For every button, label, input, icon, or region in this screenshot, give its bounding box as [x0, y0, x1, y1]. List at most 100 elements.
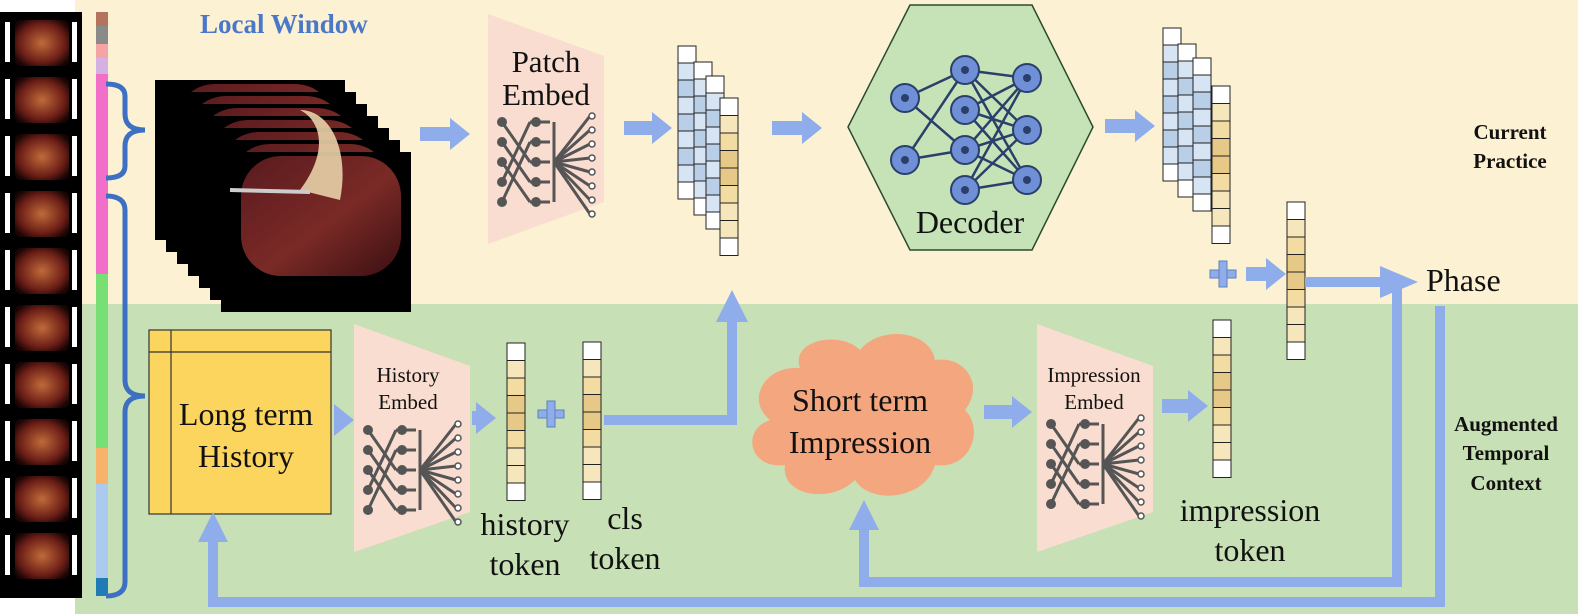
film-frame — [15, 305, 69, 351]
net-edge — [419, 436, 457, 472]
impression-embed-label: Impression Embed — [1036, 362, 1152, 417]
decoder-node-core — [901, 94, 909, 102]
phase-label: Phase — [1426, 262, 1501, 298]
impression-token-cell — [1212, 424, 1232, 443]
surgical-tool — [229, 188, 311, 194]
patch-embed-block — [488, 14, 604, 244]
patch-token-cell — [719, 167, 739, 186]
history-to-embed-arrow — [334, 404, 354, 436]
net-node — [363, 505, 373, 515]
film-hole — [72, 364, 77, 404]
film-hole — [72, 535, 77, 575]
decoder-edge — [964, 77, 1028, 151]
tissue-highlight — [300, 110, 343, 200]
film-frame — [15, 248, 69, 294]
patch-embed-label: Patch Embed — [496, 45, 596, 112]
net-node — [1046, 419, 1056, 429]
net-node — [454, 420, 462, 428]
net-node — [1046, 439, 1056, 449]
net-edge — [1101, 417, 1141, 465]
decoder-token-cell — [1192, 108, 1212, 127]
net-edge — [500, 141, 532, 183]
net-node — [1137, 498, 1145, 506]
patch-token-cell — [719, 220, 739, 239]
net-node — [531, 177, 541, 187]
net-node — [1046, 459, 1056, 469]
net-node — [497, 117, 507, 127]
impression-token-cell — [1212, 319, 1232, 338]
net-node — [397, 425, 407, 435]
net-edge — [1101, 463, 1141, 517]
history-token-cell — [506, 342, 526, 361]
net-node — [1137, 456, 1145, 464]
history-embed-label: History Embed — [360, 362, 456, 417]
patch-token-cell — [677, 45, 697, 64]
film-frame — [15, 533, 69, 579]
history-token-line-2: token — [489, 546, 561, 582]
film-frame — [15, 77, 69, 123]
phase-segment — [96, 74, 108, 274]
patch-embed-line-2: Embed — [502, 76, 590, 112]
decoder-node-core — [1023, 176, 1031, 184]
impression-token-cell — [1212, 337, 1232, 356]
frames-to-patch-arrow — [420, 118, 470, 150]
augmented-line-3: Context — [1470, 470, 1542, 495]
net-node — [363, 485, 373, 495]
current-practice-label: Current Practice — [1458, 118, 1562, 177]
net-edge — [419, 464, 457, 472]
net-edge — [366, 449, 398, 491]
film-frame — [15, 20, 69, 66]
impression-to-embed-arrow — [984, 396, 1032, 428]
phase-token-cell — [1286, 254, 1306, 273]
net-edge — [553, 160, 591, 188]
net-edge — [552, 161, 592, 215]
patch-to-token-arrow — [624, 112, 672, 144]
patch-token-cell — [719, 237, 739, 256]
cls-token-cell — [582, 394, 602, 413]
net-node — [588, 140, 596, 148]
feedback-lines — [208, 277, 1445, 607]
augmented-line-1: Augmented — [1454, 412, 1558, 436]
decoder-token-cell — [1192, 176, 1212, 195]
decoder-label: Decoder — [915, 204, 1025, 240]
long-term-history-label: Long term History — [168, 394, 324, 477]
film-hole — [5, 364, 10, 404]
net-node — [531, 117, 541, 127]
net-node — [531, 197, 541, 207]
film-hole — [72, 193, 77, 233]
decoder-node-core — [1023, 126, 1031, 134]
net-node — [497, 137, 507, 147]
decoder-token-cell — [1211, 173, 1231, 192]
net-edge — [1102, 462, 1140, 476]
film-hole — [5, 307, 10, 347]
patch-token-cell — [677, 79, 697, 98]
decoder-token-cell — [1211, 225, 1231, 244]
net-node — [454, 434, 462, 442]
short-term-impression-line-1: Short term — [792, 382, 928, 418]
decoder-token-cell — [1192, 125, 1212, 144]
phase-token-cell — [1286, 289, 1306, 308]
net-node — [497, 157, 507, 167]
net-node — [497, 197, 507, 207]
history-token-cell — [506, 395, 526, 414]
film-hole — [72, 136, 77, 176]
net-edge — [1102, 444, 1140, 466]
impression-token-cell — [1212, 389, 1232, 408]
decoder-node-core — [961, 186, 969, 194]
impression-embed-network-icon — [1046, 414, 1145, 520]
flow-arrows — [334, 110, 1286, 436]
net-node — [1137, 484, 1145, 492]
feedback-arrowheads — [198, 266, 1418, 542]
net-edge — [500, 141, 532, 203]
embed-to-history-token-arrow — [472, 402, 496, 434]
impression-token-line-2: token — [1214, 532, 1286, 568]
history-token-cell — [506, 465, 526, 484]
cls-token-line-2: token — [589, 540, 661, 576]
net-edge — [366, 449, 398, 511]
impression-token-line-1: impression — [1179, 492, 1321, 528]
net-node — [363, 465, 373, 475]
patch-token-cell — [719, 202, 739, 221]
patch-token-cell — [677, 164, 697, 183]
net-node — [397, 485, 407, 495]
decoder-token-cell — [1192, 193, 1212, 212]
